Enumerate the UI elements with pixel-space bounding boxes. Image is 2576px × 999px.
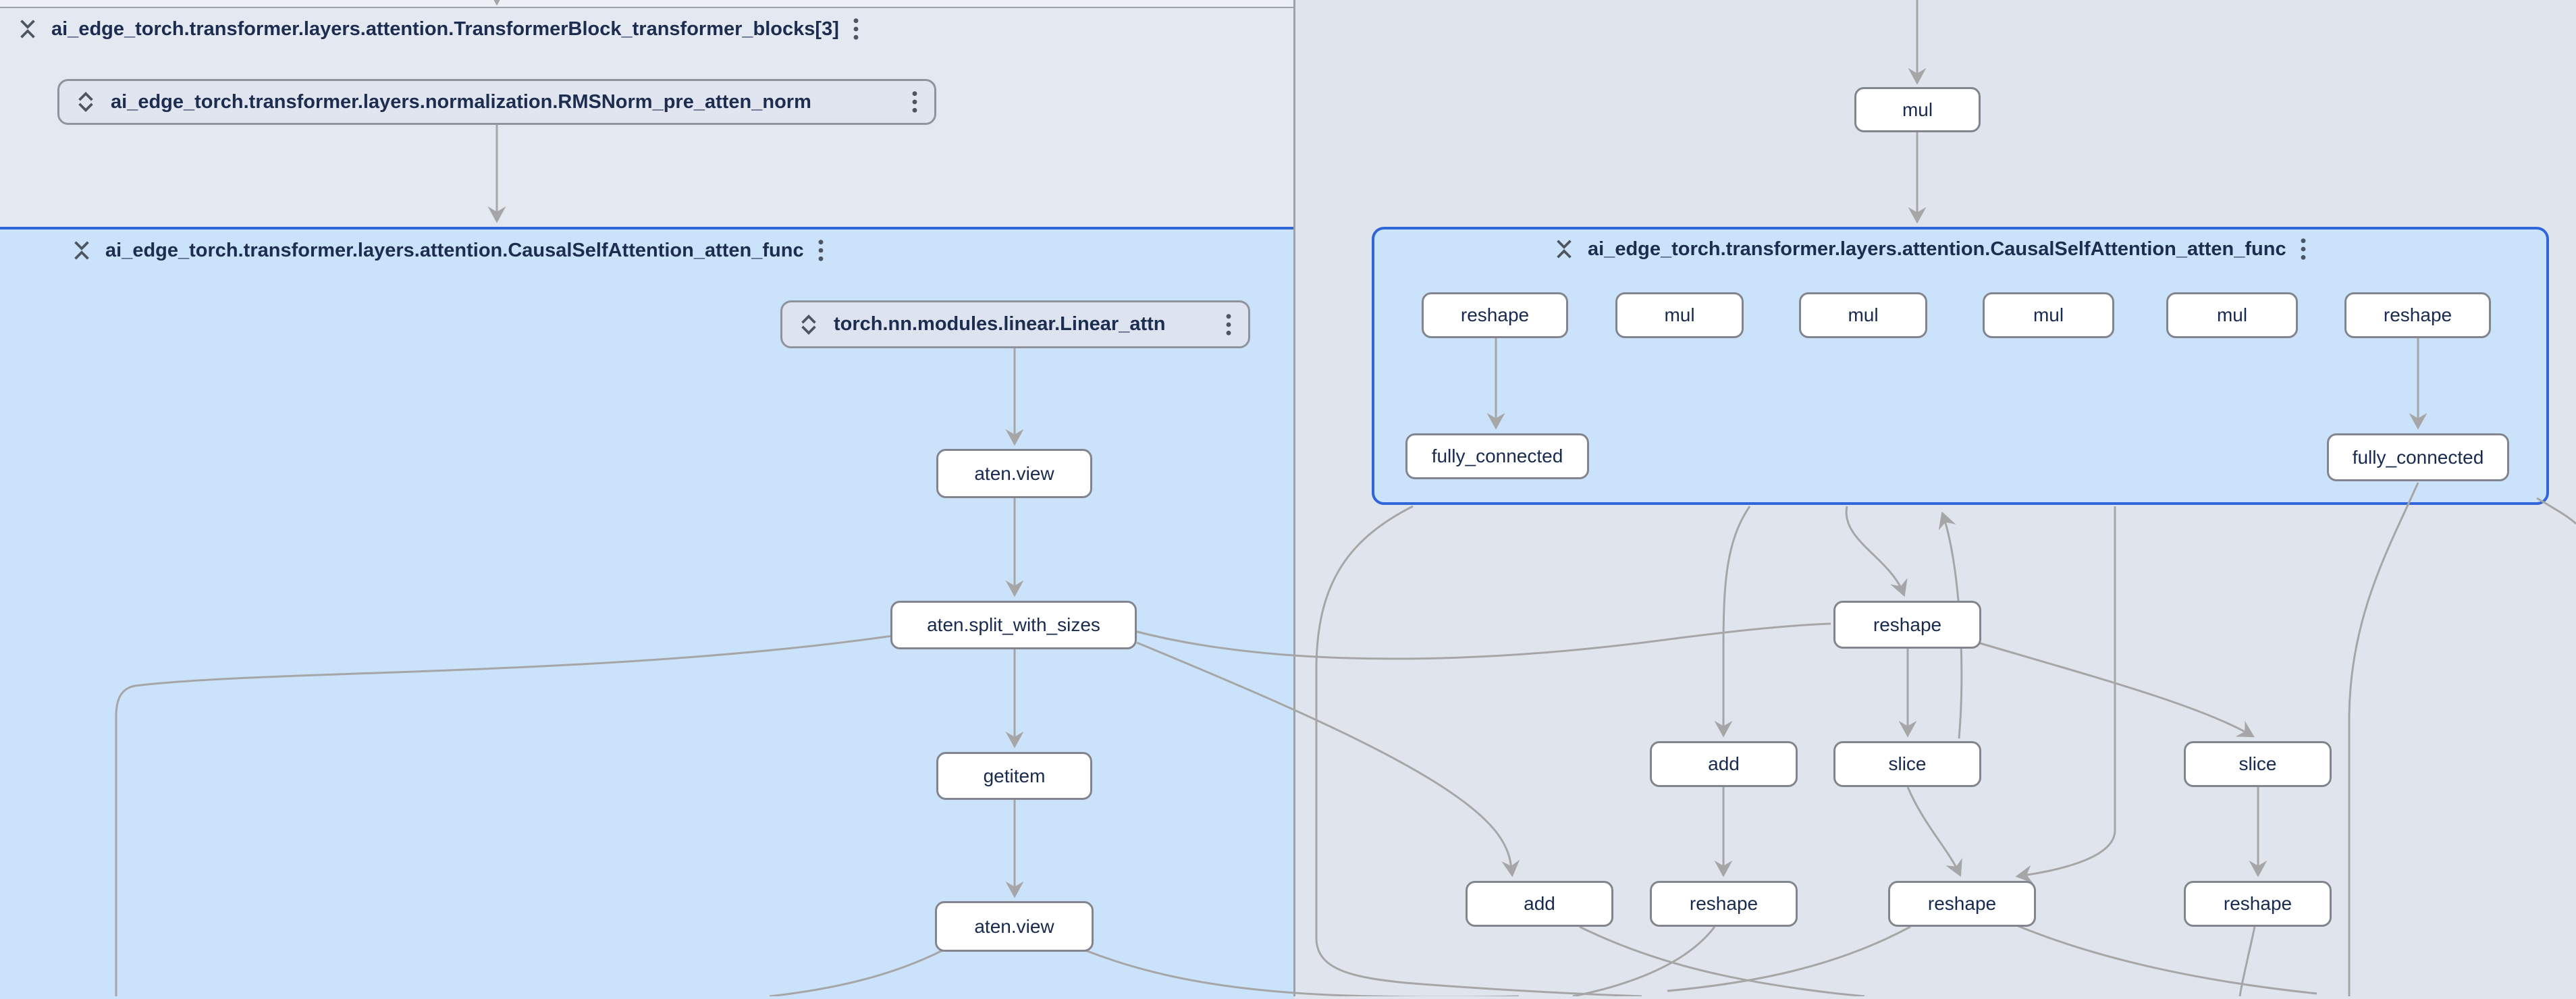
node-aten-view-2[interactable]: aten.view — [935, 901, 1094, 952]
node-mul-1[interactable]: mul — [1615, 292, 1744, 338]
node-getitem[interactable]: getitem — [936, 752, 1092, 800]
node-mul-3[interactable]: mul — [1983, 292, 2114, 338]
kebab-menu-icon[interactable] — [910, 90, 919, 114]
node-reshape-1[interactable]: reshape — [1422, 292, 1568, 338]
kebab-menu-icon[interactable] — [2299, 237, 2308, 261]
node-slice-1[interactable]: slice — [1833, 741, 1981, 787]
unfold-less-icon[interactable] — [70, 239, 93, 262]
left-causal-self-attention-header: ai_edge_torch.transformer.layers.attenti… — [70, 234, 941, 267]
node-fully-connected-1[interactable]: fully_connected — [1405, 433, 1589, 479]
rmsnorm-collapsed-node[interactable]: ai_edge_torch.transformer.layers.normali… — [57, 79, 936, 125]
unfold-less-icon[interactable] — [1553, 238, 1576, 261]
right-causal-self-attention-title: ai_edge_torch.transformer.layers.attenti… — [1588, 238, 2286, 260]
node-reshape-2[interactable]: reshape — [2344, 292, 2491, 338]
canvas-outside-region — [0, 0, 1295, 7]
node-reshape-5[interactable]: reshape — [1888, 881, 2036, 927]
unfold-more-icon[interactable] — [797, 313, 820, 336]
node-reshape-3[interactable]: reshape — [1833, 601, 1981, 649]
node-mul-4[interactable]: mul — [2166, 292, 2298, 338]
kebab-menu-icon[interactable] — [851, 17, 861, 41]
transformer-block-title: ai_edge_torch.transformer.layers.attenti… — [51, 18, 839, 40]
kebab-menu-icon[interactable] — [816, 238, 826, 263]
linear-attn-node-title: torch.nn.modules.linear.Linear_attn — [834, 313, 1166, 335]
node-mul-top[interactable]: mul — [1854, 87, 1981, 132]
right-causal-self-attention-header: ai_edge_torch.transformer.layers.attenti… — [1553, 232, 2369, 266]
transformer-block-header: ai_edge_torch.transformer.layers.attenti… — [16, 11, 1002, 47]
node-add-1[interactable]: add — [1650, 741, 1798, 787]
unfold-less-icon[interactable] — [16, 18, 39, 40]
node-fully-connected-2[interactable]: fully_connected — [2327, 433, 2509, 481]
node-add-2[interactable]: add — [1466, 881, 1613, 927]
left-causal-self-attention-title: ai_edge_torch.transformer.layers.attenti… — [105, 239, 804, 261]
node-aten-view-1[interactable]: aten.view — [936, 449, 1092, 498]
rmsnorm-node-title: ai_edge_torch.transformer.layers.normali… — [111, 90, 811, 113]
node-aten-split-with-sizes[interactable]: aten.split_with_sizes — [890, 601, 1137, 649]
linear-attn-collapsed-node[interactable]: torch.nn.modules.linear.Linear_attn — [780, 300, 1250, 348]
node-reshape-6[interactable]: reshape — [2184, 881, 2332, 927]
kebab-menu-icon[interactable] — [1224, 313, 1233, 337]
unfold-more-icon[interactable] — [74, 90, 97, 113]
group-boundary-divider — [1293, 0, 1295, 996]
node-mul-2[interactable]: mul — [1799, 292, 1927, 338]
node-reshape-4[interactable]: reshape — [1650, 881, 1798, 927]
node-slice-2[interactable]: slice — [2184, 741, 2332, 787]
